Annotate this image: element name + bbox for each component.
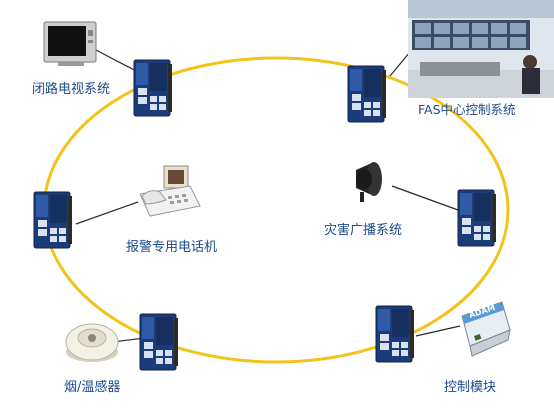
smoke-detector-icon (65, 323, 119, 362)
cctv-monitor-icon (43, 21, 97, 66)
switch-mid-left (33, 191, 73, 249)
adam-control-module-icon: ADAM (461, 301, 511, 357)
label-control-module: 控制模块 (444, 380, 497, 395)
label-smoke-temp-sensor: 烟/温感器 (64, 380, 121, 395)
label-fas-control-system: FAS中心控制系统 (418, 102, 516, 117)
label-cctv-system: 闭路电视系统 (32, 82, 111, 97)
switch-mid-right (457, 189, 497, 247)
switch-top-right (347, 65, 387, 123)
switch-top-left (133, 59, 173, 117)
speaker-horn-icon (356, 162, 382, 202)
switch-bottom-right (375, 305, 415, 363)
switch-bottom-left (139, 313, 179, 371)
label-broadcast-system: 灾害广播系统 (324, 223, 403, 238)
fas-control-room-photo (408, 0, 554, 98)
alarm-telephone-icon (139, 165, 201, 217)
label-alarm-phone: 报警专用电话机 (126, 240, 218, 255)
